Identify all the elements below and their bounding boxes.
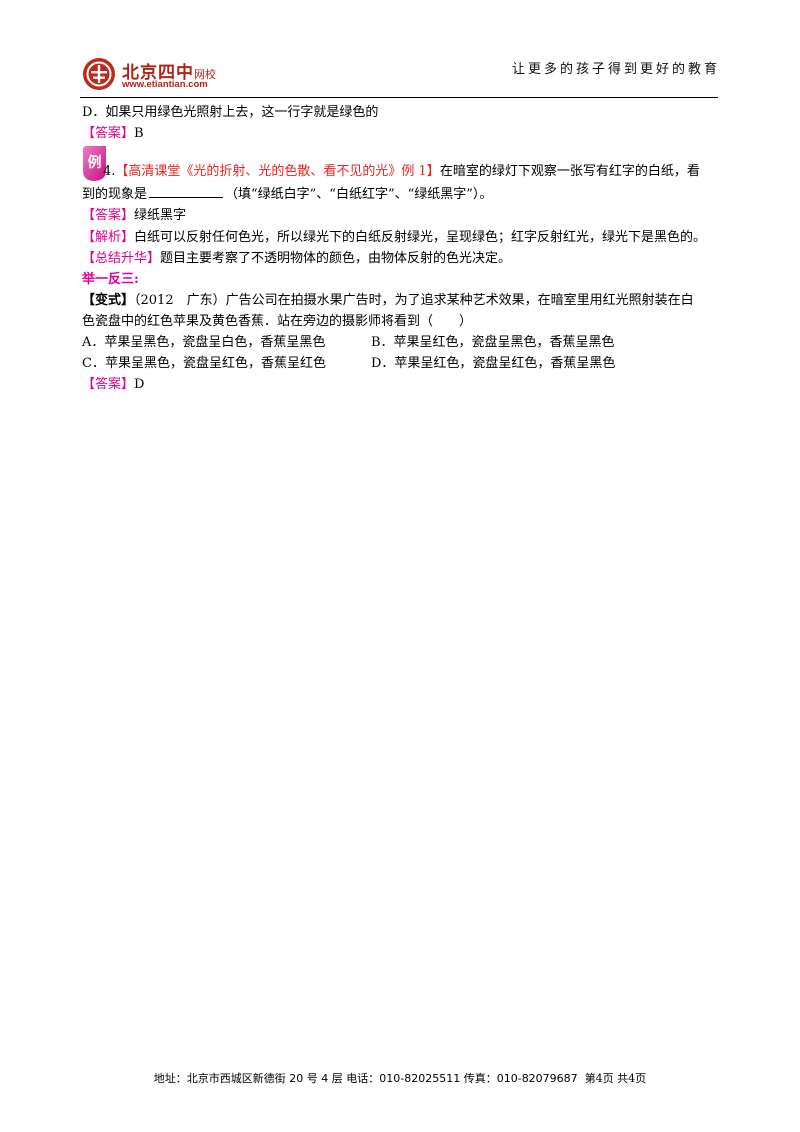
option-a: A．苹果呈黑色，瓷盘呈白色，香蕉呈黑色	[82, 335, 326, 350]
variant-text: （2012 广东）广告公司在拍摄水果广告时，为了追求某种艺术效果，在暗室里用红光…	[134, 293, 694, 308]
answer-blank	[149, 185, 224, 198]
header-slogan: 让更多的孩子得到更好的教育	[511, 62, 720, 77]
analysis-tag: 【解析】	[82, 230, 135, 245]
logo-text: 北京四中网校	[122, 63, 216, 83]
option-c: C．苹果呈黑色，瓷盘呈红色，香蕉呈红色	[82, 356, 326, 371]
option-b: B．苹果呈红色，瓷盘呈黑色，香蕉呈黑色	[371, 335, 615, 350]
variant-tag: 【变式】	[82, 293, 135, 308]
question-text-2: 到的现象是	[82, 187, 148, 202]
example-badge-text: 例	[88, 154, 102, 171]
summary: 【总结升华】题目主要考察了不透明物体的颜色，由物体反射的色光决定。	[82, 250, 511, 268]
question-source: 【高清课堂《光的折射、光的色散、看不见的光》例 1】	[115, 164, 440, 179]
answer-1: 【答案】B	[82, 125, 144, 143]
page-number: 第4页 共4页	[584, 1072, 647, 1085]
question-4-line-2: 到的现象是 （填“绿纸白字”、“白纸红字”、“绿纸黑字”）。	[82, 185, 492, 204]
logo-small-text: 网校	[194, 68, 216, 81]
question-4-line-1: 4.【高清课堂《光的折射、光的色散、看不见的光》例 1】在暗室的绿灯下观察一张写…	[103, 163, 700, 181]
answer-tag: 【答案】	[82, 126, 135, 141]
variant-line-1: 【变式】（2012 广东）广告公司在拍摄水果广告时，为了追求某种艺术效果，在暗室…	[82, 292, 694, 310]
summary-text: 题目主要考察了不透明物体的颜色，由物体反射的色光决定。	[160, 251, 512, 266]
answer-3: 【答案】D	[82, 376, 144, 394]
header-divider	[80, 97, 718, 98]
answer-value: B	[134, 126, 144, 141]
question-number: 4.	[103, 164, 116, 179]
logo: 北京四中网校 www.etiantian.com	[82, 55, 282, 95]
example-badge-icon: 例	[83, 146, 106, 181]
variant-line-2: 色瓷盘中的红色苹果及黄色香蕉．站在旁边的摄影师将看到（ ）	[82, 314, 473, 329]
footer-address: 地址：北京市西城区新德街 20 号 4 层 电话：010-82025511 传真…	[153, 1072, 578, 1085]
question-text-3: （填“绿纸白字”、“白纸红字”、“绿纸黑字”）。	[225, 187, 493, 202]
answer-tag: 【答案】	[82, 377, 135, 392]
answer-2: 【答案】绿纸黑字	[82, 207, 186, 225]
option-d: D．苹果呈红色，瓷盘呈红色，香蕉呈黑色	[371, 356, 616, 371]
question-text: 在暗室的绿灯下观察一张写有红字的白纸，看	[439, 164, 700, 179]
logo-url: www.etiantian.com	[122, 79, 208, 90]
summary-tag: 【总结升华】	[82, 251, 161, 266]
practice-heading: 举一反三:	[82, 272, 139, 287]
page-footer: 地址：北京市西城区新德街 20 号 4 层 电话：010-82025511 传真…	[0, 1070, 800, 1086]
answer-tag: 【答案】	[82, 208, 135, 223]
analysis: 【解析】白纸可以反射任何色光，所以绿光下的白纸反射绿光，呈现绿色；红字反射红光，…	[82, 229, 706, 247]
answer-value: D	[134, 377, 145, 392]
school-seal-icon	[83, 58, 115, 90]
answer-value: 绿纸黑字	[134, 208, 187, 223]
analysis-text: 白纸可以反射任何色光，所以绿光下的白纸反射绿光，呈现绿色；红字反射红光，绿光下是…	[134, 230, 707, 245]
option-d-previous: D．如果只用绿色光照射上去，这一行字就是绿色的	[82, 105, 379, 120]
